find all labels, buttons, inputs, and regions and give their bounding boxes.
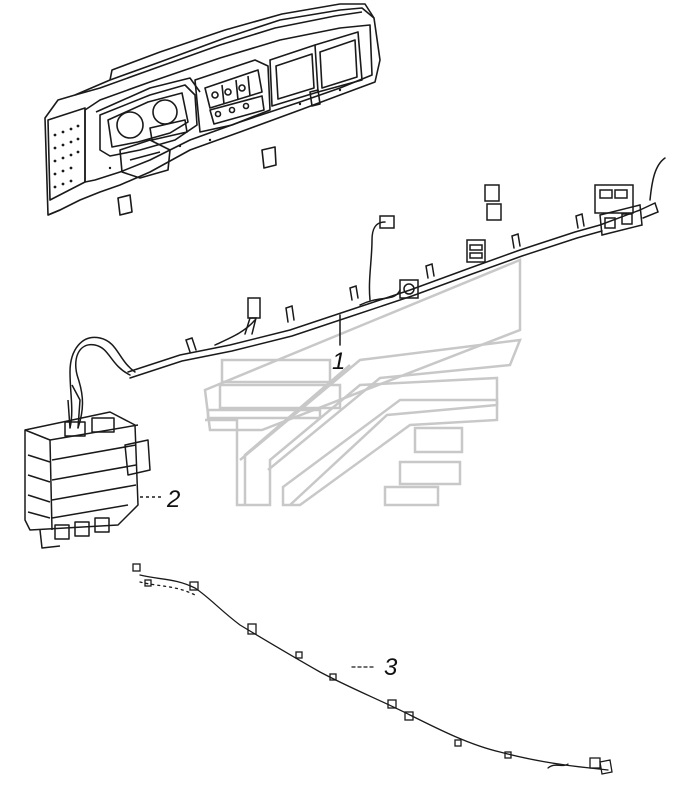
chevron-logo-icon [203, 258, 522, 507]
lower-wiring-harness [132, 563, 613, 775]
dashboard-panel [44, 3, 381, 216]
main-wiring-harness [69, 157, 666, 429]
control-unit [24, 384, 162, 549]
callout-3: 3 [384, 654, 398, 681]
callout-2: 2 [167, 486, 181, 513]
callout-1: 1 [332, 348, 346, 375]
